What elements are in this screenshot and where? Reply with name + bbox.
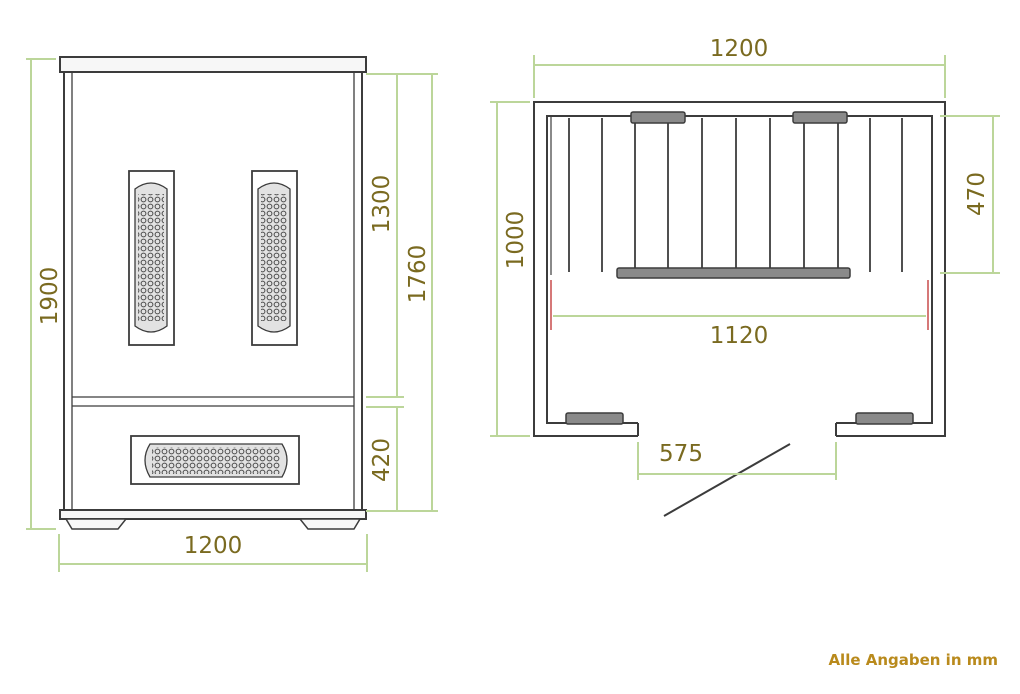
dim-inner-width: 1120	[710, 323, 769, 349]
dim-bench-depth: 470	[964, 172, 990, 216]
front-dimension-lines	[26, 58, 438, 572]
front-view	[59, 56, 367, 530]
units-note: Alle Angaben in mm	[828, 651, 998, 669]
heater-lower	[130, 435, 300, 485]
base-plinth	[59, 509, 367, 520]
dim-inner-height: 1760	[405, 245, 431, 304]
dim-door-width: 575	[659, 441, 703, 467]
back-heater-left	[630, 111, 686, 124]
dim-top-depth: 1000	[503, 211, 529, 270]
dim-lower-height: 420	[369, 438, 395, 482]
outer-wall	[533, 101, 946, 437]
front-heater-right	[855, 412, 914, 425]
heater-right	[251, 170, 298, 346]
bench-slats	[568, 118, 903, 272]
inner-wall	[546, 115, 933, 424]
door-leaf	[663, 443, 791, 517]
heater-left	[128, 170, 175, 346]
back-heater-right	[792, 111, 848, 124]
dim-total-height: 1900	[37, 267, 63, 326]
base-feet	[64, 518, 362, 530]
top-view	[533, 101, 946, 517]
dim-upper-height: 1300	[369, 175, 395, 234]
dim-front-width: 1200	[184, 533, 243, 559]
front-heater-left	[565, 412, 624, 425]
top-dimension-lines	[490, 55, 1000, 480]
roof-cap	[59, 56, 367, 73]
dim-top-width: 1200	[710, 36, 769, 62]
bench-front-rail	[616, 267, 851, 279]
